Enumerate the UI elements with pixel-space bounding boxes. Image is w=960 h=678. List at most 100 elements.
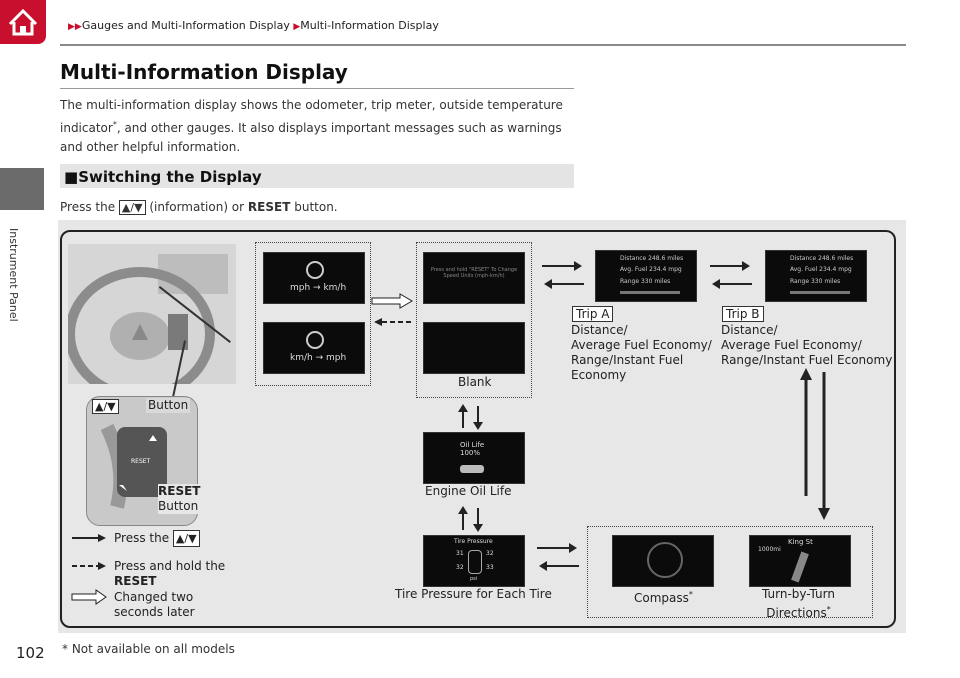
reset-button-label-text: Button xyxy=(158,499,199,513)
footnote: * Not available on all models xyxy=(62,642,235,656)
trip-b-row: Range 330 miles xyxy=(790,278,860,285)
trip-row-label: Avg. Fuel xyxy=(620,266,648,273)
trip-a-row: Range 330 miles xyxy=(620,278,690,285)
engine-oil-label: Engine Oil Life xyxy=(425,484,512,498)
horizontal-arrows xyxy=(537,543,579,571)
press-instruction: Press the ▲/▼ (information) or RESET but… xyxy=(60,200,338,215)
tire-pressure-screen: Tire Pressure 31 32 32 33 psi xyxy=(423,535,525,587)
tire-pressure-label: Tire Pressure for Each Tire xyxy=(395,587,552,601)
trip-a-screen: Distance 248.6 miles Avg. Fuel 234.4 mpg… xyxy=(595,250,697,302)
turn-street: King St xyxy=(788,538,813,546)
trip-row-value: 248.6 miles xyxy=(818,255,854,262)
section-bullet: ■ xyxy=(64,168,79,186)
speed-kmh-text: km/h → mph xyxy=(290,353,347,363)
breadcrumb: ▶▶Gauges and Multi-Information Display ▶… xyxy=(68,19,439,32)
trip-row-value: 330 miles xyxy=(810,278,841,285)
speed-mph-text: mph → km/h xyxy=(290,283,347,293)
speed-kmh-screen: km/h → mph xyxy=(263,322,365,374)
updown-arrows xyxy=(458,404,483,430)
fuel-bar xyxy=(790,291,850,294)
intro-line: The multi-information display shows the … xyxy=(60,98,563,112)
side-tab-marker xyxy=(0,168,44,210)
trip-a-line: Economy xyxy=(571,368,627,382)
trip-row-label: Range xyxy=(620,278,640,285)
button-label: Button xyxy=(146,398,191,413)
trip-row-value: 234.4 mpg xyxy=(649,266,682,273)
trip-row-value: 330 miles xyxy=(640,278,671,285)
fuel-bar xyxy=(620,291,680,294)
wheel-reset-label: RESET xyxy=(131,458,151,465)
turn-by-turn-screen: King St 1000mi xyxy=(749,535,851,587)
reset-message-text: Press and hold "RESET" To Change Speed U… xyxy=(430,267,518,279)
trip-a-description: Distance/ Average Fuel Economy/ Range/In… xyxy=(571,323,712,383)
trip-b-line: Distance/ xyxy=(721,323,778,337)
tire-value: 31 xyxy=(456,550,464,557)
breadcrumb-arrow-icon: ▶▶ xyxy=(68,22,82,32)
intro-paragraph: The multi-information display shows the … xyxy=(60,96,575,157)
trip-arrows xyxy=(710,261,752,289)
page-number: 102 xyxy=(16,644,45,662)
section-title: ■Switching the Display xyxy=(64,168,262,186)
side-tab[interactable]: Instrument Panel xyxy=(6,228,26,348)
turn-arrow-icon xyxy=(791,551,809,583)
turn-by-turn-label: Turn-by-Turn Directions* xyxy=(762,587,835,621)
trip-row-label: Distance xyxy=(620,255,647,262)
blank-label: Blank xyxy=(458,375,492,389)
legend-press-text: Press the xyxy=(114,531,170,545)
blank-group xyxy=(416,242,532,398)
trip-a-row: Avg. Fuel 234.4 mpg xyxy=(620,266,690,273)
trip-arrows xyxy=(542,261,584,289)
reset-message-screen: Press and hold "RESET" To Change Speed U… xyxy=(423,252,525,304)
title-divider xyxy=(60,88,574,89)
legend-arrows xyxy=(71,534,107,605)
legend-press: Press the ▲/▼ xyxy=(114,530,200,547)
trip-a-tag: Trip A xyxy=(572,306,614,322)
speed-arrows xyxy=(371,293,414,326)
tire-value: 33 xyxy=(486,564,494,571)
turn-by-turn-text: Directions xyxy=(766,606,827,620)
breadcrumb-item[interactable]: Multi-Information Display xyxy=(300,19,439,32)
intro-line: and other helpful information. xyxy=(60,140,241,154)
oil-can-icon xyxy=(460,465,484,473)
updown-arrows xyxy=(458,506,483,532)
trip-a-row: Distance 248.6 miles xyxy=(620,255,690,262)
trip-b-screen: Distance 248.6 miles Avg. Fuel 234.4 mpg… xyxy=(765,250,867,302)
tire-pressure-title: Tire Pressure xyxy=(454,538,493,545)
speed-mph-screen: mph → km/h xyxy=(263,252,365,304)
trip-a-line: Average Fuel Economy/ xyxy=(571,338,712,352)
trip-b-line: Range/Instant Fuel Economy xyxy=(721,353,893,367)
breadcrumb-item[interactable]: Gauges and Multi-Information Display xyxy=(81,19,290,32)
section-title-text: Switching the Display xyxy=(78,168,262,186)
steering-wheel-image xyxy=(65,244,236,401)
oil-life-text: Oil Life 100% xyxy=(460,441,485,457)
press-text: button. xyxy=(294,200,338,214)
tire-unit: psi xyxy=(470,576,478,582)
vertical-arrows xyxy=(800,368,830,520)
breadcrumb-arrow-icon: ▶ xyxy=(293,22,301,32)
side-tab-label: Instrument Panel xyxy=(7,228,20,322)
compass-label: Compass* xyxy=(634,587,693,606)
trip-row-value: 248.6 miles xyxy=(648,255,684,262)
legend-changed-text: Changed two xyxy=(114,590,194,604)
trip-b-row: Distance 248.6 miles xyxy=(790,255,860,262)
speedometer-icon xyxy=(306,331,324,349)
trip-row-label: Avg. Fuel xyxy=(790,266,818,273)
compass-label-text: Compass xyxy=(634,591,689,605)
car-outline-icon xyxy=(468,550,482,574)
press-text: (information) or xyxy=(149,200,245,214)
trip-a-line: Distance/ xyxy=(571,323,628,337)
home-button[interactable] xyxy=(0,0,46,44)
legend-changed-text: seconds later xyxy=(114,605,195,619)
reset-word: RESET xyxy=(247,200,291,214)
asterisk: * xyxy=(112,120,117,129)
oil-life-screen: Oil Life 100% xyxy=(423,432,525,484)
intro-line: , and other gauges. It also displays imp… xyxy=(116,121,562,135)
trip-a-line: Range/Instant Fuel xyxy=(571,353,684,367)
trip-b-tag: Trip B xyxy=(722,306,764,322)
turn-by-turn-text: Turn-by-Turn xyxy=(762,587,835,601)
page-title: Multi-Information Display xyxy=(60,60,348,84)
legend-hold-text: Press and hold the xyxy=(114,559,226,573)
